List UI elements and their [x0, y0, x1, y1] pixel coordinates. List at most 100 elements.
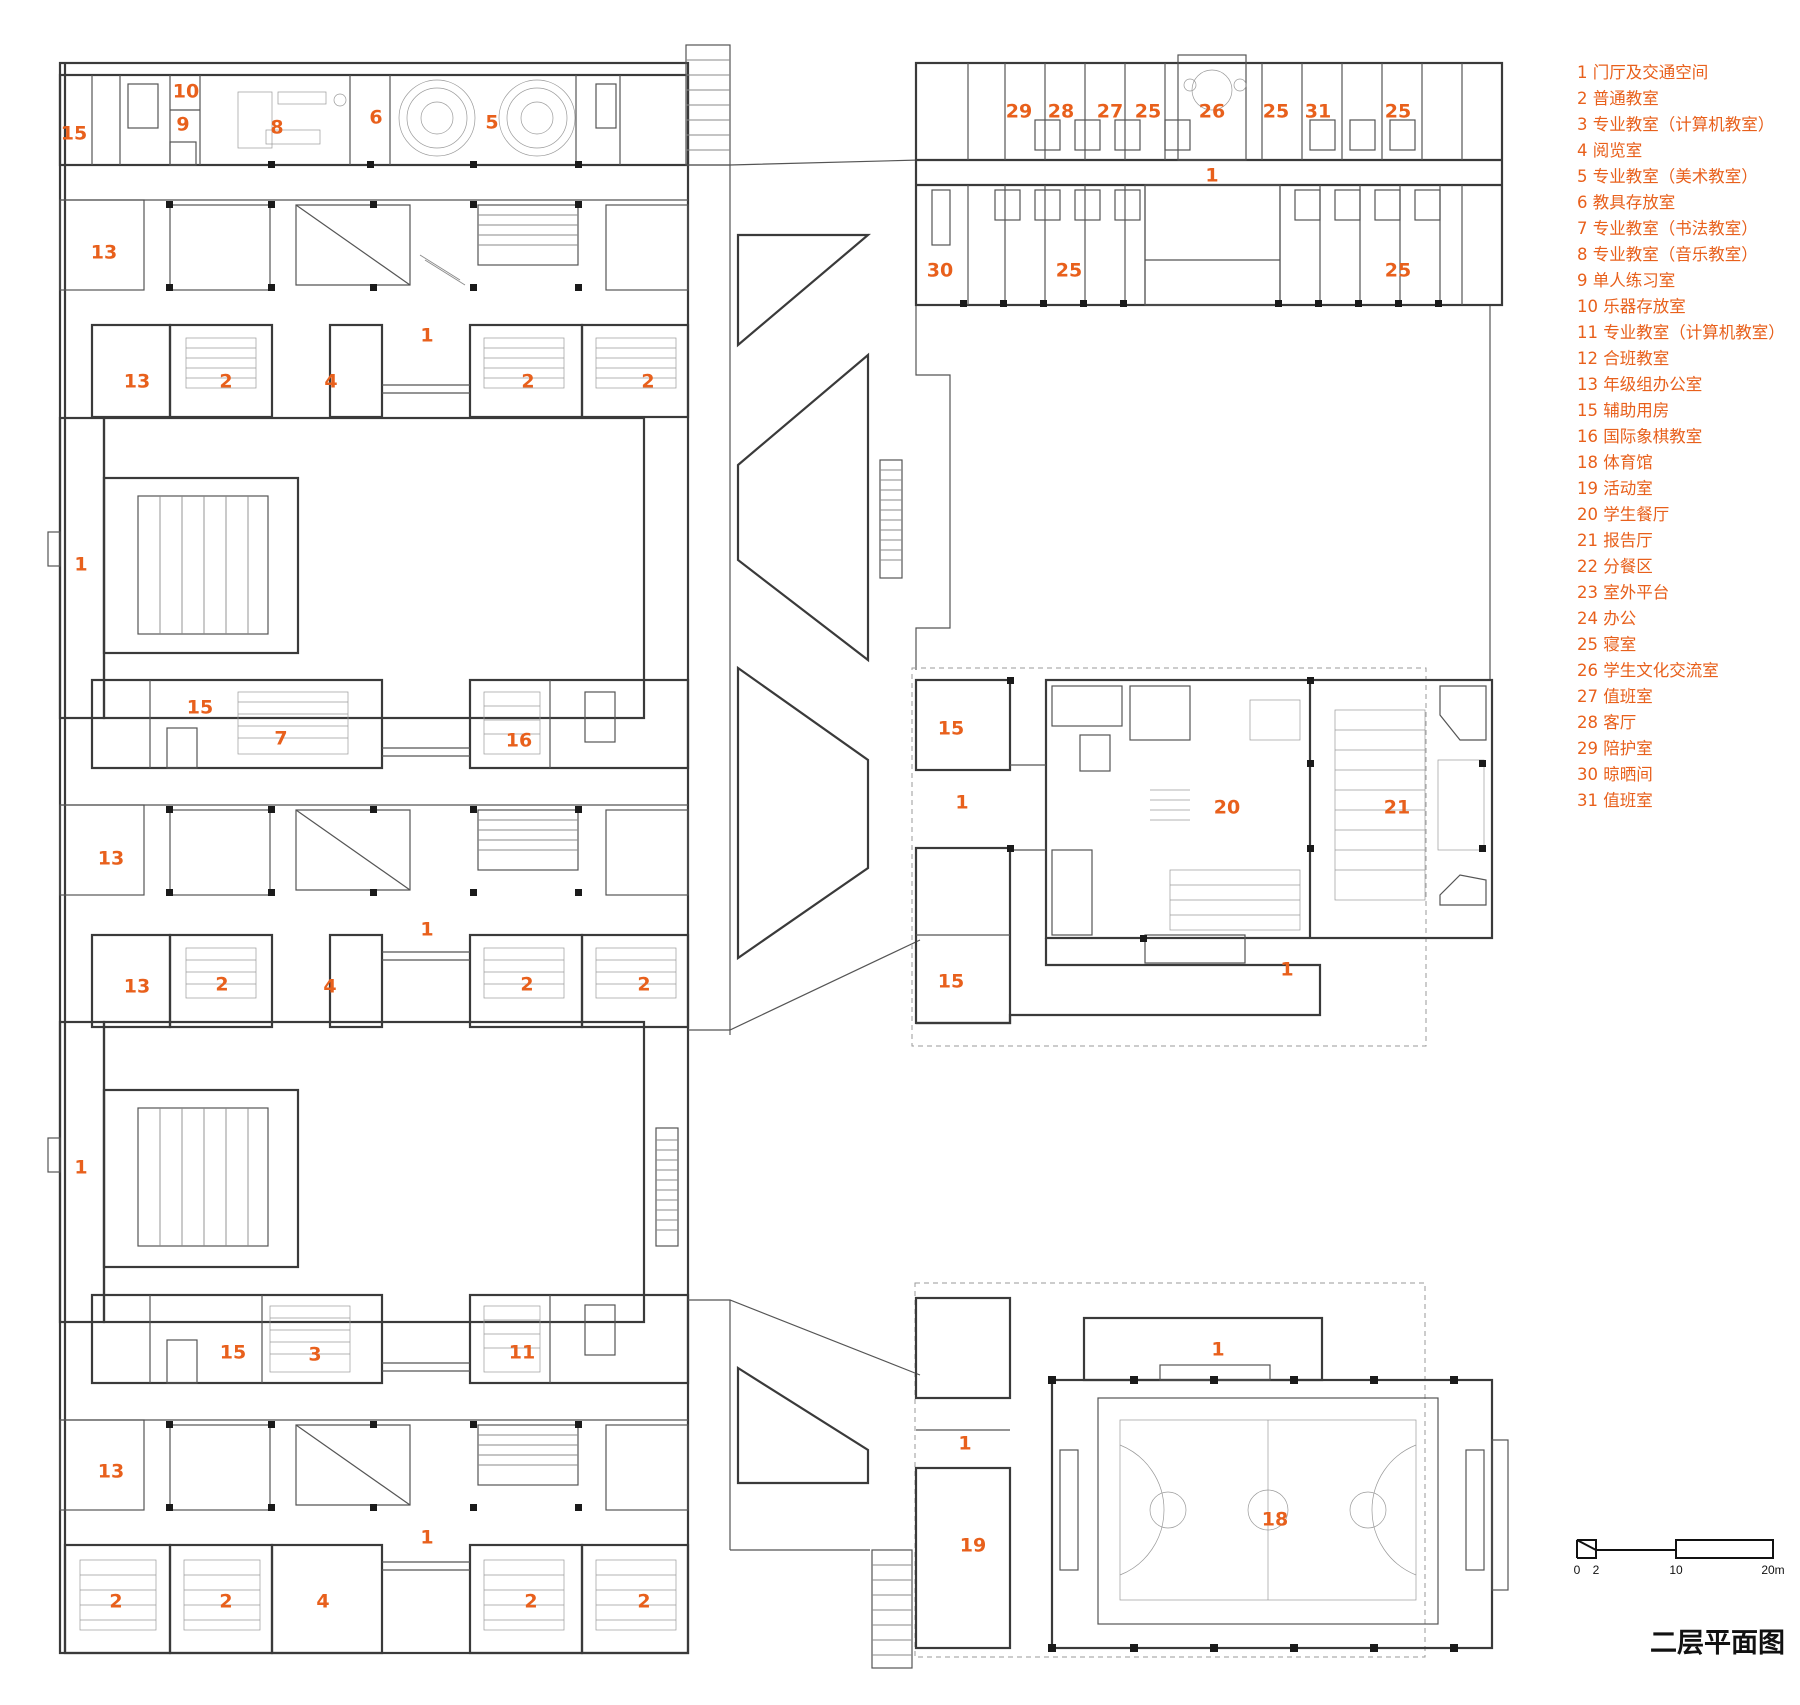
room-labels-west: 15 10 9 8 6 5 13 13 2 4 1 2 2 1 15 7 16 …	[61, 81, 655, 1613]
dining-tables	[1150, 699, 1301, 931]
room-label: 3	[308, 1344, 321, 1366]
room-labels-dorm: 29 28 27 25 26 25 31 25 1 30 25 25	[927, 101, 1411, 282]
room-label: 30	[927, 260, 953, 282]
room-label: 2	[219, 371, 232, 393]
room-label: 2	[219, 1591, 232, 1613]
legend-item: 9 单人练习室	[1577, 271, 1675, 290]
room-label: 6	[369, 107, 382, 129]
room-label: 1	[1211, 1339, 1224, 1361]
room-label: 13	[124, 371, 150, 393]
legend: 1 门厅及交通空间 2 普通教室 3 专业教室（计算机教室） 4 阅览室 5 专…	[1577, 63, 1785, 810]
room-label: 2	[109, 1591, 122, 1613]
legend-item: 12 合班教室	[1577, 349, 1669, 368]
room-label: 27	[1097, 101, 1123, 123]
room-label: 1	[420, 325, 433, 347]
room-label: 1	[420, 1527, 433, 1549]
room-label: 4	[324, 371, 337, 393]
scale-bar: 0 2 10 20m	[1574, 1539, 1785, 1577]
room-label: 13	[98, 848, 124, 870]
legend-item: 3 专业教室（计算机教室）	[1577, 115, 1774, 134]
room-label: 2	[215, 974, 228, 996]
legend-item: 19 活动室	[1577, 479, 1653, 498]
room-label: 1	[74, 1157, 87, 1179]
basketball-court	[1119, 1419, 1417, 1601]
room-label: 2	[637, 1591, 650, 1613]
room-label: 15	[220, 1342, 246, 1364]
room-label: 13	[98, 1461, 124, 1483]
room-label: 1	[955, 792, 968, 814]
room-label: 1	[1280, 959, 1293, 981]
room-label: 2	[637, 974, 650, 996]
legend-item: 23 室外平台	[1577, 583, 1669, 602]
legend-item: 25 寝室	[1577, 634, 1636, 654]
room-label: 2	[641, 371, 654, 393]
room-label: 25	[1385, 260, 1411, 282]
room-label: 11	[509, 1342, 535, 1364]
room-label: 20	[1214, 797, 1240, 819]
room-label: 13	[91, 242, 117, 264]
room-label: 31	[1305, 101, 1331, 123]
music-room-furniture	[237, 91, 347, 149]
room-label: 28	[1048, 101, 1074, 123]
room-label: 15	[61, 123, 87, 145]
room-label: 25	[1385, 101, 1411, 123]
legend-item: 6 教具存放室	[1577, 193, 1675, 212]
room-label: 1	[958, 1433, 971, 1455]
room-label: 1	[74, 554, 87, 576]
room-label: 16	[506, 730, 532, 752]
drawing-title: 二层平面图	[1650, 1628, 1785, 1659]
central-walkway	[655, 44, 1491, 1669]
room-label: 4	[316, 1591, 329, 1613]
room-label: 5	[485, 112, 498, 134]
scale-tick-label: 2	[1593, 1563, 1600, 1577]
room-label: 18	[1262, 1509, 1288, 1531]
legend-item: 24 办公	[1577, 609, 1636, 628]
room-label: 8	[270, 117, 283, 139]
room-label: 10	[173, 81, 199, 103]
gym-building	[914, 1282, 1509, 1658]
legend-item: 21 报告厅	[1577, 531, 1653, 550]
legend-item: 20 学生餐厅	[1577, 505, 1669, 524]
room-label: 7	[274, 728, 287, 750]
legend-item: 26 学生文化交流室	[1577, 661, 1719, 680]
legend-item: 4 阅览室	[1577, 141, 1642, 160]
room-label: 2	[524, 1591, 537, 1613]
legend-item: 22 分餐区	[1577, 557, 1653, 576]
legend-item: 29 陪护室	[1577, 739, 1653, 758]
legend-item: 7 专业教室（书法教室）	[1577, 219, 1758, 238]
legend-item: 30 晾晒间	[1577, 765, 1653, 784]
room-label: 4	[323, 976, 336, 998]
legend-item: 16 国际象棋教室	[1577, 427, 1702, 446]
room-label: 13	[124, 976, 150, 998]
room-label: 25	[1135, 101, 1161, 123]
room-label: 9	[176, 114, 189, 136]
legend-item: 13 年级组办公室	[1577, 375, 1702, 394]
auditorium-seats	[1334, 709, 1485, 901]
legend-item: 10 乐器存放室	[1577, 297, 1686, 316]
room-labels-gym: 1 1 19 18	[958, 1339, 1288, 1557]
scale-tick-label: 0	[1574, 1563, 1581, 1577]
west-teaching-building	[47, 61, 690, 1655]
dormitory-building	[914, 54, 1504, 307]
scale-tick-label: 20m	[1761, 1563, 1784, 1577]
legend-item: 1 门厅及交通空间	[1577, 63, 1708, 82]
legend-item: 28 客厅	[1577, 713, 1636, 732]
room-label: 1	[1205, 165, 1218, 187]
art-room-furniture	[398, 79, 576, 157]
room-label: 1	[420, 919, 433, 941]
dining-auditorium-building	[911, 667, 1494, 1047]
legend-item: 5 专业教室（美术教室）	[1577, 167, 1758, 186]
room-label: 25	[1263, 101, 1289, 123]
room-label: 2	[520, 974, 533, 996]
legend-item: 2 普通教室	[1577, 89, 1659, 108]
legend-item: 18 体育馆	[1577, 453, 1653, 472]
room-label: 2	[521, 371, 534, 393]
room-label: 29	[1006, 101, 1032, 123]
room-label: 15	[938, 718, 964, 740]
legend-item: 15 辅助用房	[1577, 401, 1669, 420]
legend-item: 8 专业教室（音乐教室）	[1577, 245, 1758, 264]
room-labels-dining: 15 1 15 20 21 1	[938, 718, 1410, 993]
room-label: 25	[1056, 260, 1082, 282]
legend-item: 11 专业教室（计算机教室）	[1577, 323, 1785, 342]
